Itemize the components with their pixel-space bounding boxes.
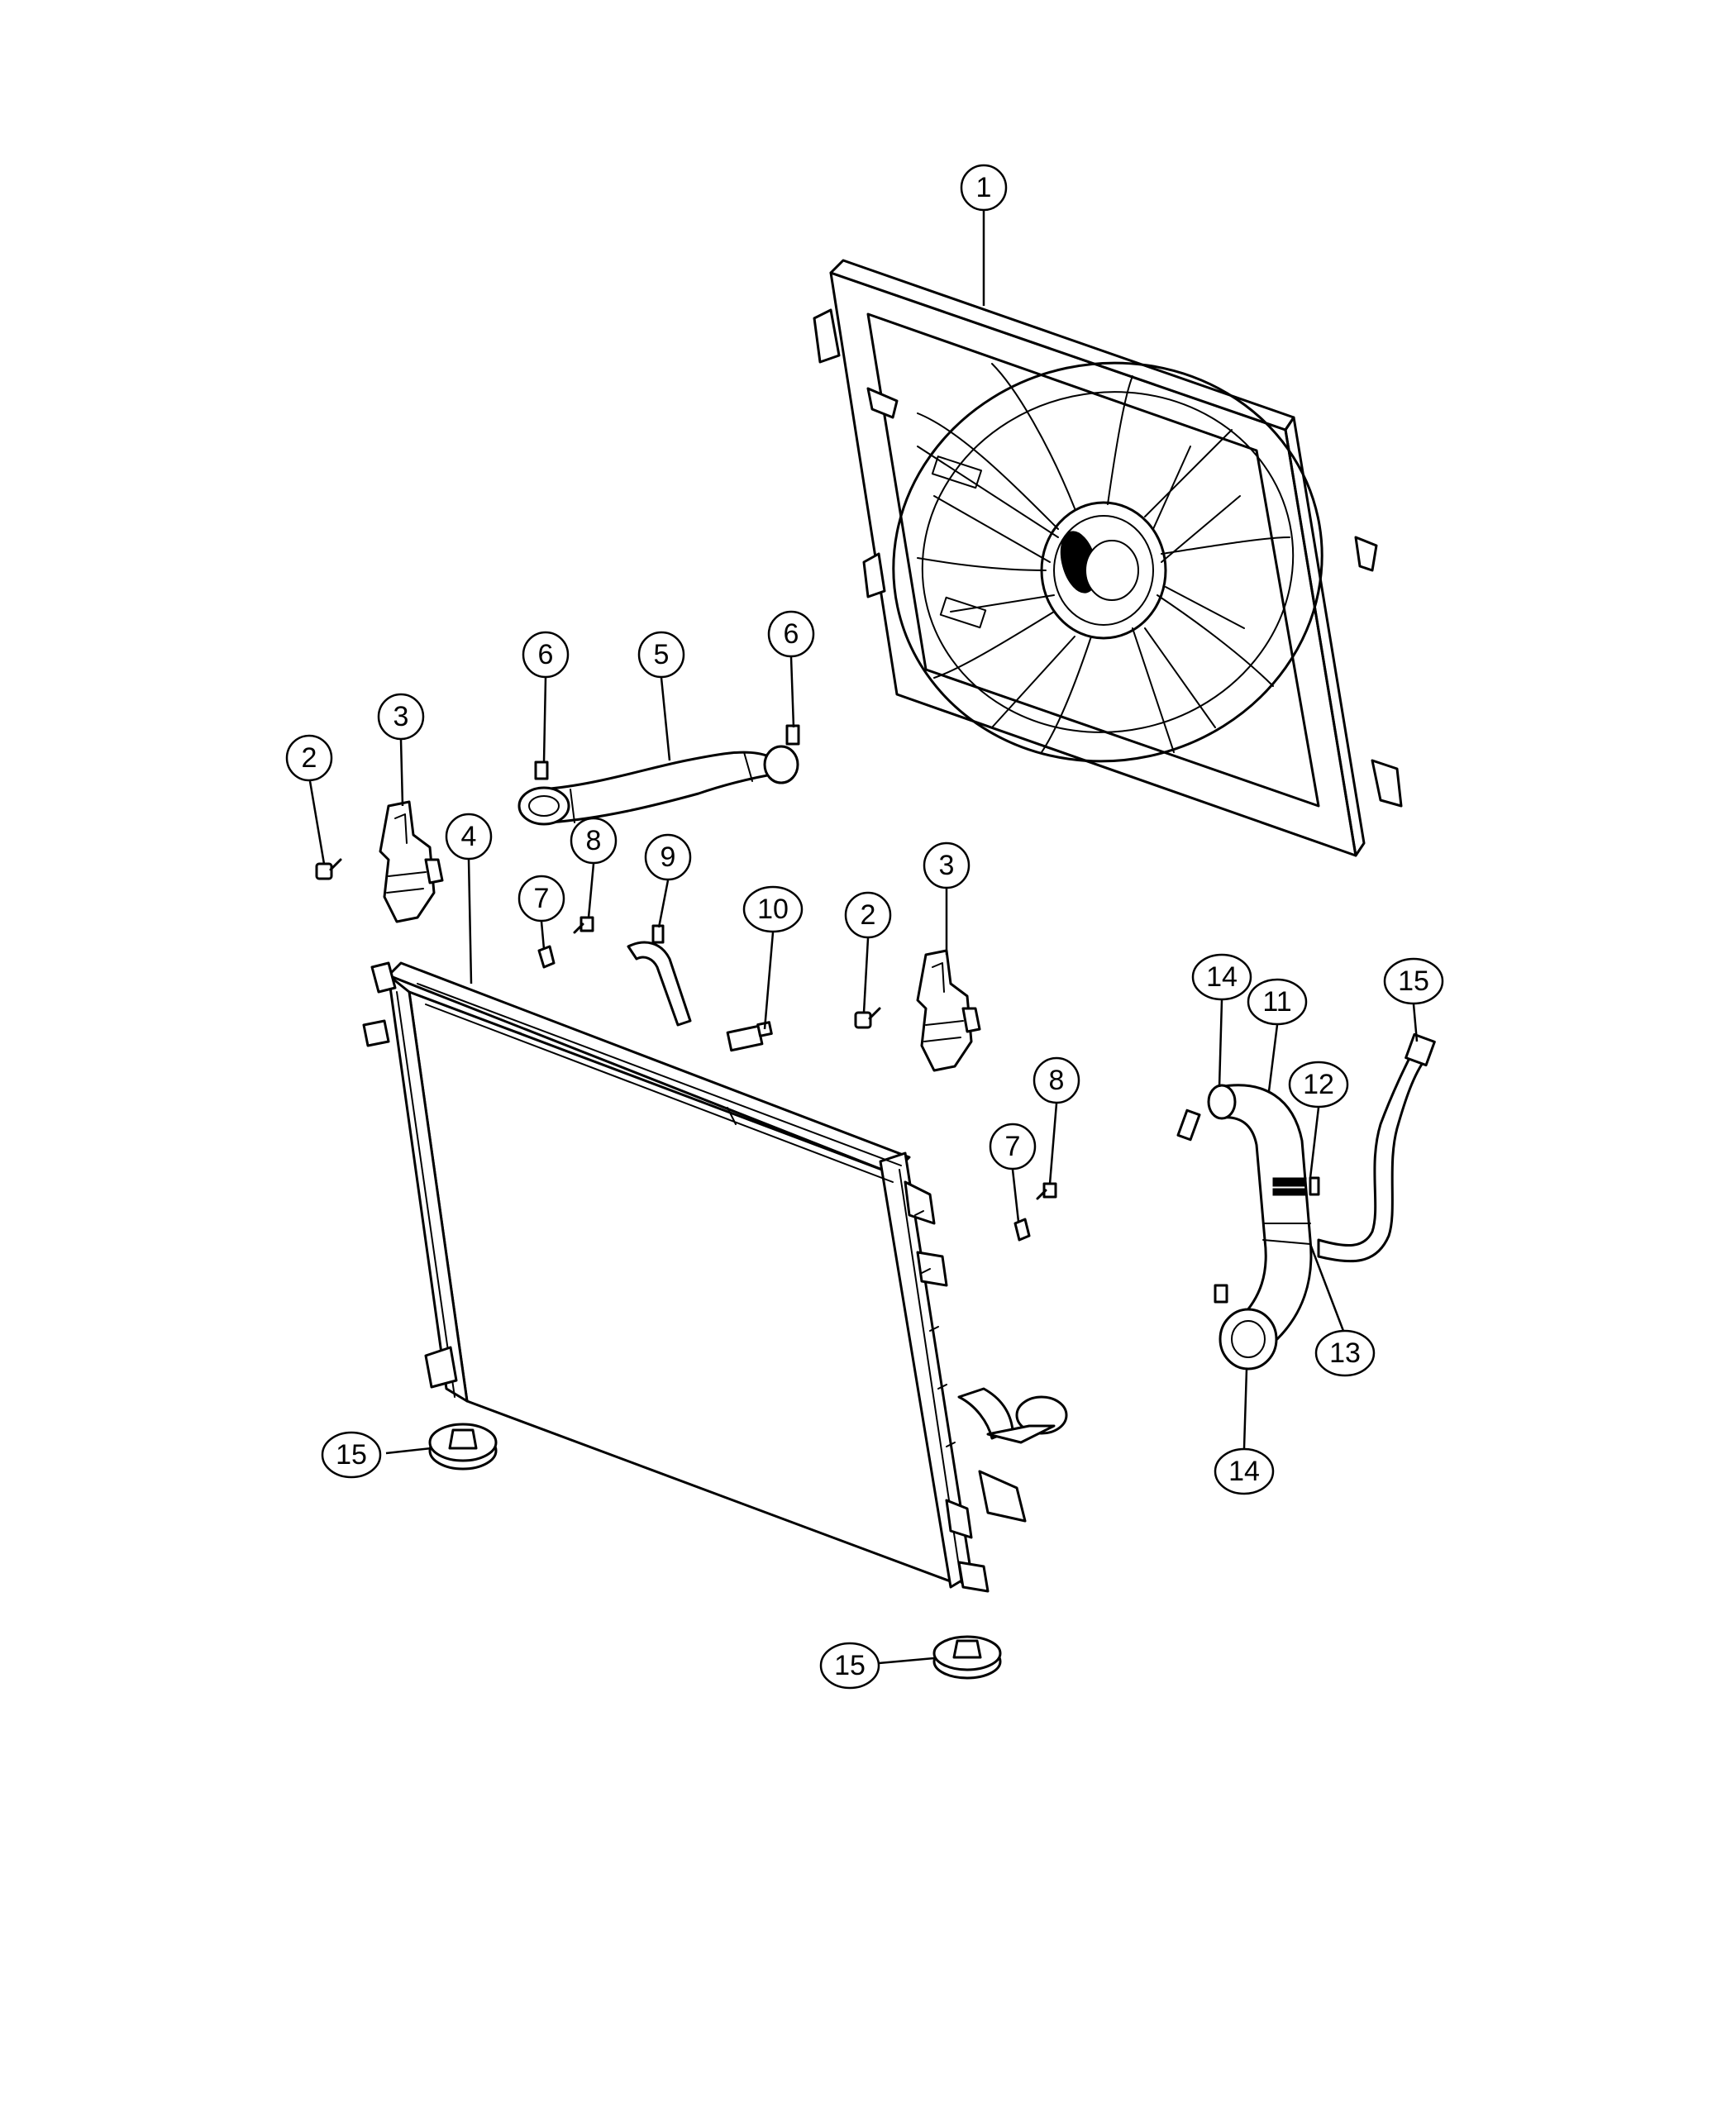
callout-12: 12 — [1288, 1061, 1349, 1108]
callout-2-left-label: 2 — [302, 742, 317, 774]
callout-8-left: 8 — [570, 817, 618, 865]
callout-10: 10 — [742, 885, 804, 933]
callout-6-right: 6 — [767, 610, 815, 658]
bracket-left-part — [379, 800, 444, 923]
callout-6-left: 6 — [522, 631, 570, 679]
callout-15-right: 15 — [1383, 957, 1444, 1005]
callout-15-bottom-label: 15 — [834, 1650, 866, 1681]
callout-14-top: 14 — [1191, 953, 1252, 1001]
callout-2-right: 2 — [844, 891, 892, 939]
callout-9-label: 9 — [661, 841, 676, 873]
callout-2-right-label: 2 — [861, 899, 876, 931]
callout-3-left: 3 — [377, 693, 425, 741]
callout-9: 9 — [644, 833, 692, 881]
callout-15-right-label: 15 — [1398, 965, 1429, 997]
callout-8-right-label: 8 — [1049, 1065, 1065, 1096]
callout-3-right-label: 3 — [939, 850, 955, 881]
fan-module-part — [813, 259, 1403, 857]
callout-5: 5 — [637, 631, 685, 679]
callout-13: 13 — [1314, 1329, 1376, 1377]
callout-2-left: 2 — [285, 734, 333, 782]
isolator-left-part — [428, 1423, 498, 1471]
callout-5-label: 5 — [654, 639, 670, 670]
callout-1: 1 — [960, 164, 1008, 212]
callout-8-left-label: 8 — [586, 825, 602, 856]
callout-15-bottom: 15 — [819, 1642, 880, 1690]
callout-11: 11 — [1247, 978, 1308, 1026]
isolator-right-part — [932, 1635, 1002, 1680]
callout-3-right: 3 — [923, 841, 971, 889]
clip-right-part — [1013, 1218, 1031, 1242]
callout-7-right-label: 7 — [1005, 1131, 1021, 1162]
callout-15-left: 15 — [321, 1431, 382, 1479]
overflow-hose-part — [1317, 1032, 1436, 1263]
screw-left-part — [573, 916, 594, 934]
clamp-right-part — [785, 724, 800, 746]
callout-10-label: 10 — [757, 894, 789, 925]
callout-1-label: 1 — [976, 172, 992, 203]
bracket-right-part — [916, 949, 981, 1072]
bolt-left-part — [315, 858, 342, 880]
callout-7-left-label: 7 — [534, 883, 550, 914]
clip-left-part — [537, 945, 556, 969]
callout-4: 4 — [445, 813, 493, 861]
leader-lines — [308, 211, 1419, 1665]
lower-hose-part — [1176, 1084, 1320, 1371]
callout-7-right: 7 — [989, 1123, 1037, 1170]
vent-hose-part — [627, 924, 692, 1027]
callout-3-left-label: 3 — [393, 701, 409, 732]
upper-hose-part — [517, 745, 799, 826]
callout-11-label: 11 — [1262, 986, 1291, 1018]
callout-7-left: 7 — [517, 875, 565, 923]
callout-4-label: 4 — [461, 821, 477, 852]
callout-6-left-label: 6 — [538, 639, 554, 670]
bolt-right-part — [854, 1007, 881, 1029]
callout-8-right: 8 — [1033, 1056, 1080, 1104]
clamp-left-part — [534, 760, 549, 780]
callout-12-label: 12 — [1303, 1069, 1334, 1100]
radiator-part — [362, 961, 1068, 1593]
callout-13-label: 13 — [1329, 1337, 1361, 1369]
callout-14-bottom: 14 — [1214, 1447, 1275, 1495]
callout-14-bottom-label: 14 — [1228, 1456, 1260, 1487]
callout-15-left-label: 15 — [336, 1439, 367, 1471]
screw-right-part — [1036, 1182, 1057, 1200]
callout-14-top-label: 14 — [1206, 961, 1238, 993]
callout-6-right-label: 6 — [784, 618, 799, 650]
